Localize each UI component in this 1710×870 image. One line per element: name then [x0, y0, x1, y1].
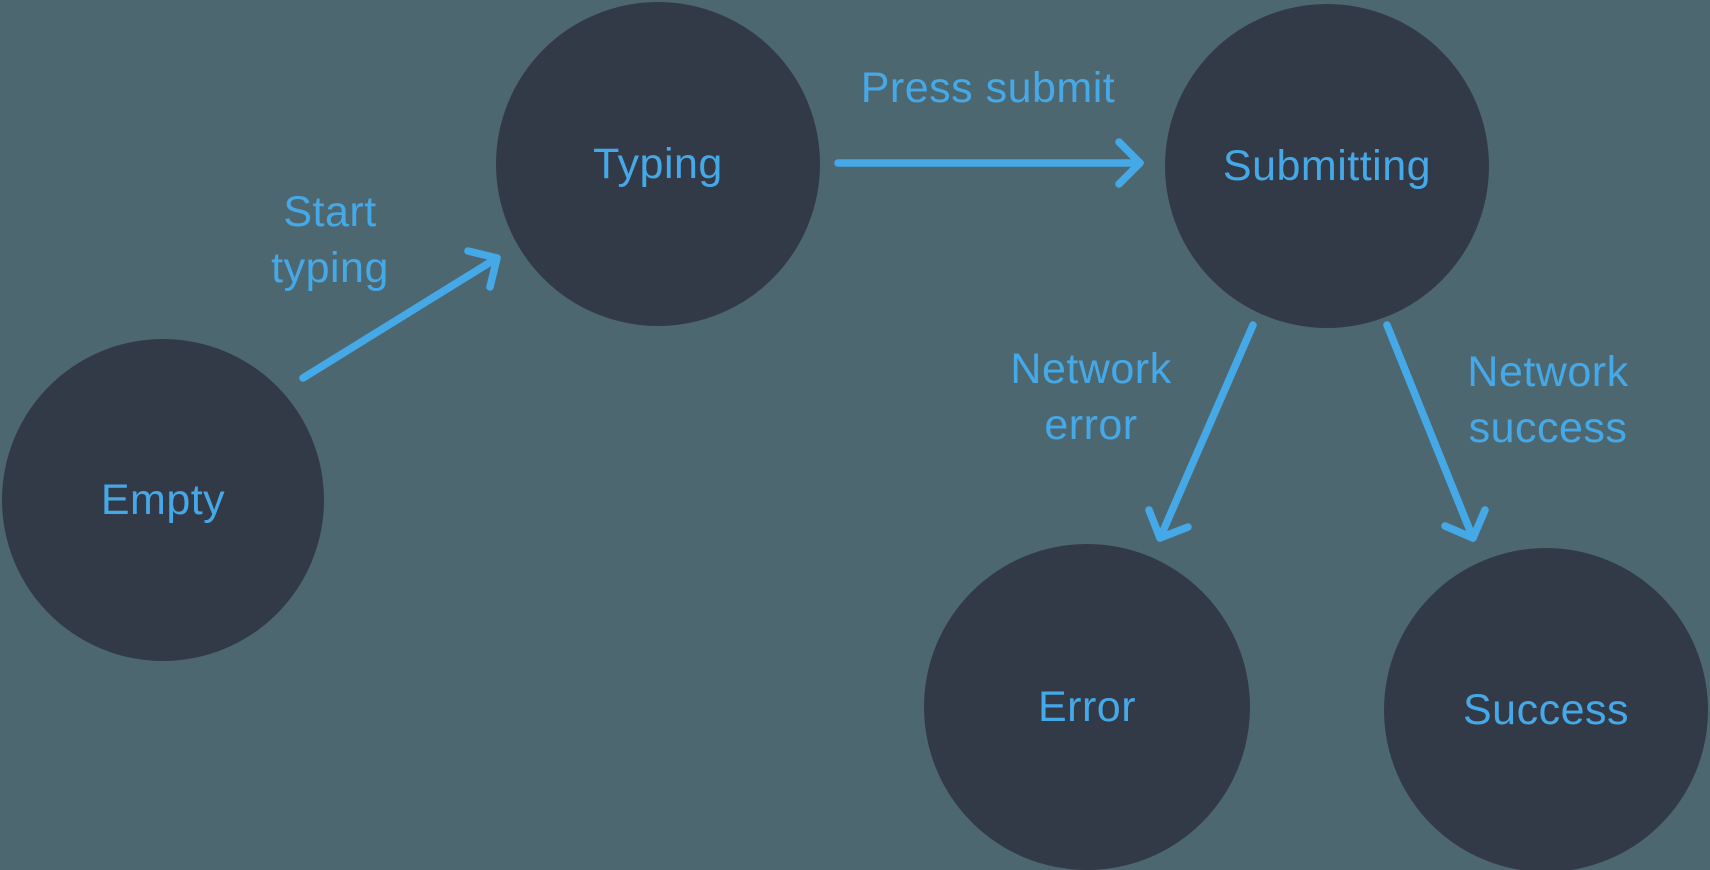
state-label-error: Error	[1037, 682, 1137, 731]
state-node-empty: Empty	[2, 339, 324, 661]
arrow-start-typing	[299, 247, 501, 382]
state-label-empty: Empty	[100, 475, 226, 524]
state-label-typing: Typing	[593, 139, 723, 188]
state-label-success: Success	[1462, 685, 1629, 734]
state-node-error: Error	[924, 544, 1250, 870]
state-node-success: Success	[1384, 548, 1708, 870]
transition-label-start-typing: Start typing	[271, 188, 389, 292]
arrow-network-error	[1145, 321, 1257, 542]
state-node-typing: Typing	[496, 2, 820, 326]
arrow-press-submit	[834, 138, 1144, 188]
state-label-submitting: Submitting	[1222, 141, 1432, 190]
transition-label-network-error: Network error	[1010, 345, 1172, 449]
state-node-submitting: Submitting	[1165, 4, 1489, 328]
transition-label-network-success: Network success	[1467, 348, 1629, 452]
transition-label-press-submit: Press submit	[860, 64, 1116, 112]
arrow-network-success	[1383, 321, 1489, 542]
